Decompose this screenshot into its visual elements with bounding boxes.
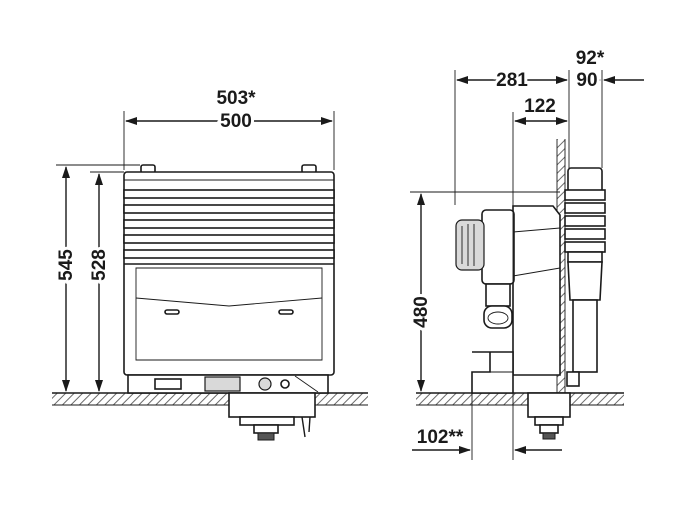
front-louvers — [123, 189, 335, 265]
side-view: 281 122 92* 90 480 102** — [408, 48, 644, 460]
front-slot-left — [164, 309, 180, 315]
side-wall — [557, 139, 565, 393]
side-depth-total-label: 281 — [496, 70, 528, 91]
side-flue-box — [527, 392, 571, 418]
front-heater-body — [123, 171, 335, 376]
side-height-label: 480 — [411, 296, 432, 328]
front-panel — [135, 267, 323, 361]
side-depth-mid-label: 122 — [524, 96, 556, 117]
side-floor — [416, 392, 624, 406]
front-floor — [52, 392, 368, 406]
side-burner-housing — [481, 209, 515, 285]
side-offset-top-label: 92* — [576, 48, 605, 69]
front-width-top-label: 503* — [216, 88, 256, 109]
side-bottom-offset-label: 102** — [417, 427, 464, 448]
front-height-outer-label: 545 — [56, 249, 77, 281]
front-view: 503* 500 545 528 — [52, 88, 368, 441]
front-width-label: 500 — [220, 111, 252, 132]
front-slot-right — [278, 309, 294, 315]
side-cowl — [564, 167, 606, 387]
side-offset-label: 90 — [576, 70, 597, 91]
front-flue-box — [228, 392, 316, 418]
side-lower-duct — [471, 351, 514, 394]
front-height-inner-label: 528 — [89, 249, 110, 281]
side-control-knob — [455, 219, 485, 271]
